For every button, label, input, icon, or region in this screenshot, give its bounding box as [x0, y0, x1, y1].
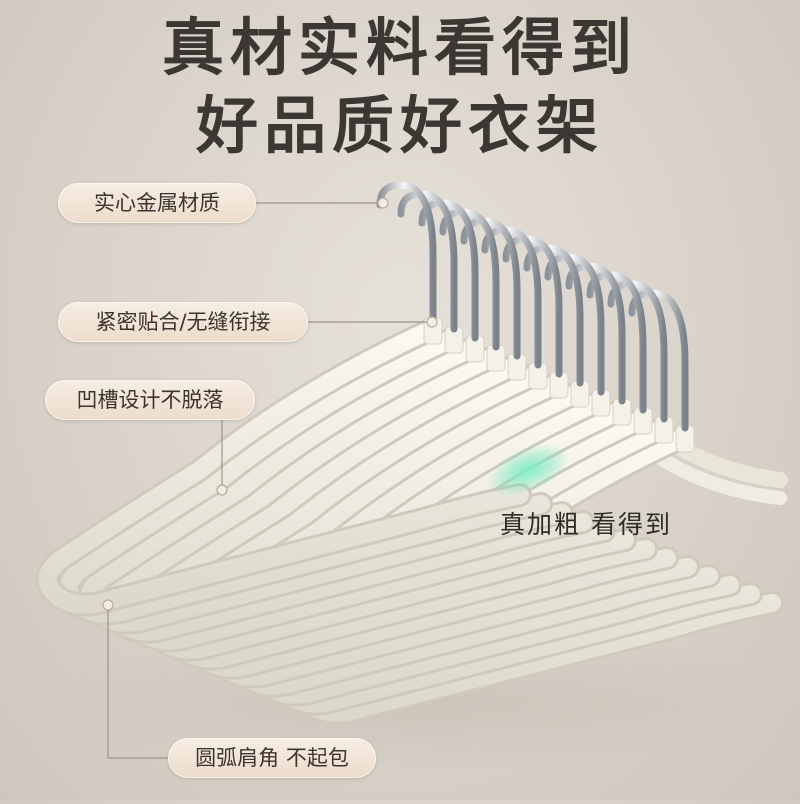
- hanger-stack: [35, 181, 784, 725]
- hanger-body: [80, 339, 571, 632]
- callout-dot-groove: [216, 484, 228, 496]
- thickness-glow: [486, 443, 570, 497]
- label-thickened: 真加粗 看得到: [500, 510, 672, 539]
- hanger-hook: [376, 181, 437, 324]
- label-solid-metal: 实心金属材质: [58, 183, 256, 223]
- label-rounded-shoulder: 圆弧肩角 不起包: [168, 738, 376, 778]
- label-tight-fit: 紧密贴合/无缝衔接: [58, 302, 308, 342]
- hanger-hook: [397, 190, 458, 333]
- label-groove-design: 凹槽设计不脱落: [45, 380, 255, 420]
- callout-dot-fit: [426, 316, 438, 328]
- hanger-body: [59, 330, 550, 623]
- hanger-body: [38, 321, 529, 614]
- callout-dot-shoulder: [102, 599, 114, 611]
- headline-line-2: 好品质好衣架: [195, 89, 604, 162]
- callout-dot-metal: [377, 197, 389, 209]
- hanger-2: [56, 190, 553, 626]
- hanger-1: [35, 181, 532, 617]
- headline-line-1: 真材实料看得到: [161, 11, 638, 84]
- callout-line-shoulder: [107, 608, 168, 759]
